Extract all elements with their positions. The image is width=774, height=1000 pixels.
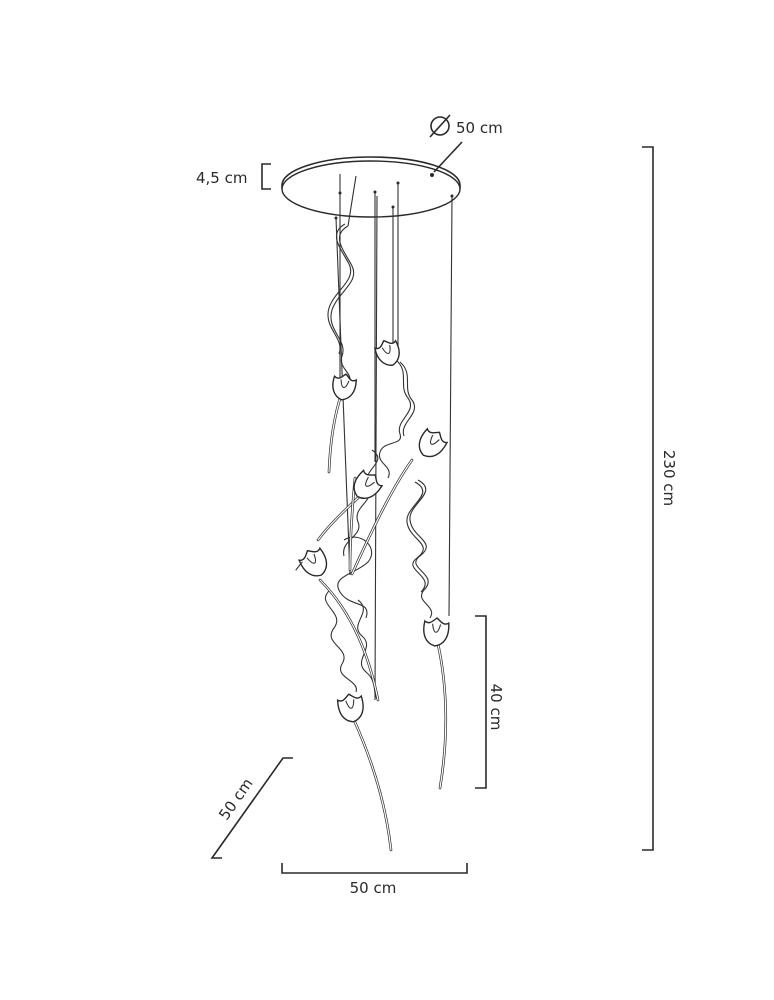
depth-dimension: 50 cm bbox=[210, 757, 293, 859]
wavy-ribbons bbox=[324, 223, 433, 701]
tulip-flower-6 bbox=[423, 617, 450, 647]
flower-length-label: 40 cm bbox=[487, 684, 505, 731]
width-label: 50 cm bbox=[350, 879, 397, 897]
canopy-height-dimension: 4,5 cm bbox=[196, 163, 271, 190]
canopy-diameter-label: 50 cm bbox=[456, 119, 503, 137]
tulip-flower-2 bbox=[374, 339, 400, 366]
tulip-flower-5 bbox=[295, 546, 328, 577]
tulip-flower-1 bbox=[332, 373, 357, 401]
depth-label: 50 cm bbox=[215, 775, 257, 824]
canopy-diameter-dimension: 50 cm bbox=[429, 114, 503, 173]
tulip-flower-7 bbox=[336, 693, 364, 723]
tulip-flower-3 bbox=[418, 427, 449, 458]
total-height-dimension: 230 cm bbox=[642, 146, 678, 851]
width-dimension: 50 cm bbox=[281, 863, 468, 897]
flower-length-dimension: 40 cm bbox=[475, 615, 505, 789]
diameter-symbol-icon bbox=[429, 114, 451, 138]
total-height-label: 230 cm bbox=[660, 450, 678, 506]
ceiling-canopy bbox=[281, 156, 461, 218]
tulip-flowers bbox=[295, 339, 450, 723]
tulip-flower-4 bbox=[353, 469, 384, 500]
canopy-height-label: 4,5 cm bbox=[196, 169, 247, 187]
